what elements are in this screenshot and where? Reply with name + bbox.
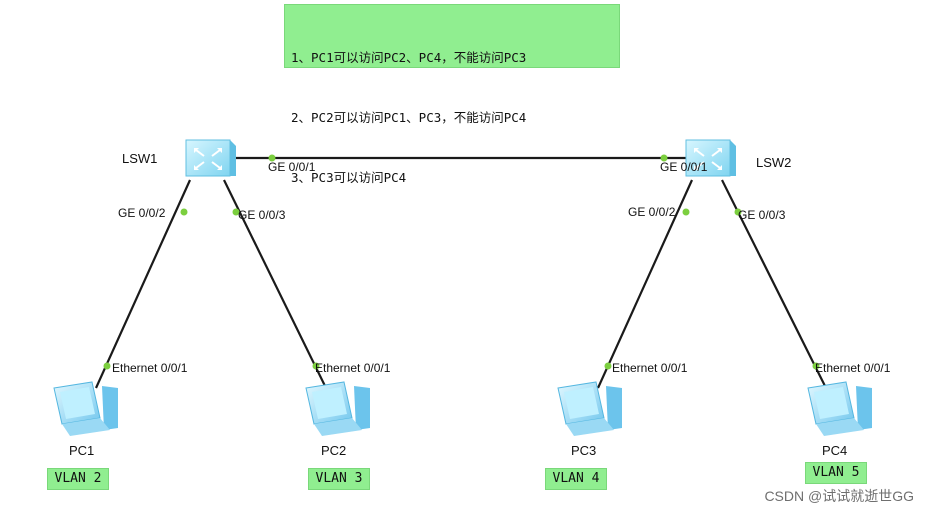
lsw1-label: LSW1	[122, 151, 158, 166]
port-label-lsw1-ge002: GE 0/0/2	[118, 206, 166, 220]
note-line-2: 2、PC2可以访问PC1、PC3，不能访问PC4	[291, 110, 527, 125]
vlan-tag-pc2: VLAN 3	[308, 468, 370, 490]
port-dot-pc2[interactable]	[312, 362, 320, 370]
pc1-label: PC1	[69, 443, 95, 458]
pc-icon-pc3[interactable]	[557, 381, 622, 436]
port-dot-lsw1-ge001[interactable]	[268, 154, 276, 162]
vlan-tag-pc4: VLAN 5	[805, 462, 867, 484]
port-dots	[103, 154, 820, 370]
pc4-label: PC4	[822, 443, 848, 458]
pc3-label: PC3	[571, 443, 597, 458]
port-dot-pc1[interactable]	[103, 362, 111, 370]
port-label-lsw1-ge001: GE 0/0/1	[268, 160, 316, 174]
watermark: CSDN @试试就逝世GG	[764, 488, 914, 504]
port-label-pc1: Ethernet 0/0/1	[112, 361, 188, 375]
port-label-pc2: Ethernet 0/0/1	[315, 361, 391, 375]
port-dot-lsw1-ge003[interactable]	[232, 208, 240, 216]
pc-icon-pc2[interactable]	[305, 381, 370, 436]
link-lsw1-pc1[interactable]	[94, 179, 192, 389]
link-lsw2-pc3[interactable]	[596, 179, 694, 389]
switch-icon-lsw2[interactable]	[685, 139, 736, 177]
port-dot-pc4[interactable]	[812, 362, 820, 370]
port-dot-lsw2-ge001[interactable]	[660, 154, 668, 162]
port-label-lsw1-ge003: GE 0/0/3	[238, 208, 286, 222]
note-line-3: 3、PC3可以访问PC4	[291, 170, 407, 185]
port-label-lsw2-ge003: GE 0/0/3	[738, 208, 786, 222]
port-dot-lsw2-ge002[interactable]	[682, 208, 690, 216]
pc2-label: PC2	[321, 443, 347, 458]
port-label-lsw2-ge001: GE 0/0/1	[660, 160, 708, 174]
pc-icon-pc1[interactable]	[53, 381, 118, 436]
port-dot-lsw2-ge003[interactable]	[734, 208, 742, 216]
switch-icon-lsw1[interactable]	[185, 139, 236, 177]
requirements-note: 1、PC1可以访问PC2、PC4，不能访问PC3 2、PC2可以访问PC1、PC…	[284, 4, 620, 185]
lsw2-label: LSW2	[756, 155, 792, 170]
port-dot-lsw1-ge002[interactable]	[180, 208, 188, 216]
port-dot-pc3[interactable]	[604, 362, 612, 370]
port-label-lsw2-ge002: GE 0/0/2	[628, 205, 676, 219]
vlan-tag-pc1: VLAN 2	[47, 468, 109, 490]
vlan-tag-pc3: VLAN 4	[545, 468, 607, 490]
link-lsw1-pc2[interactable]	[223, 179, 327, 389]
port-label-pc3: Ethernet 0/0/1	[612, 361, 688, 375]
port-label-pc4: Ethernet 0/0/1	[815, 361, 891, 375]
note-line-1: 1、PC1可以访问PC2、PC4，不能访问PC3	[291, 50, 527, 65]
pc-icon-pc4[interactable]	[807, 381, 872, 436]
